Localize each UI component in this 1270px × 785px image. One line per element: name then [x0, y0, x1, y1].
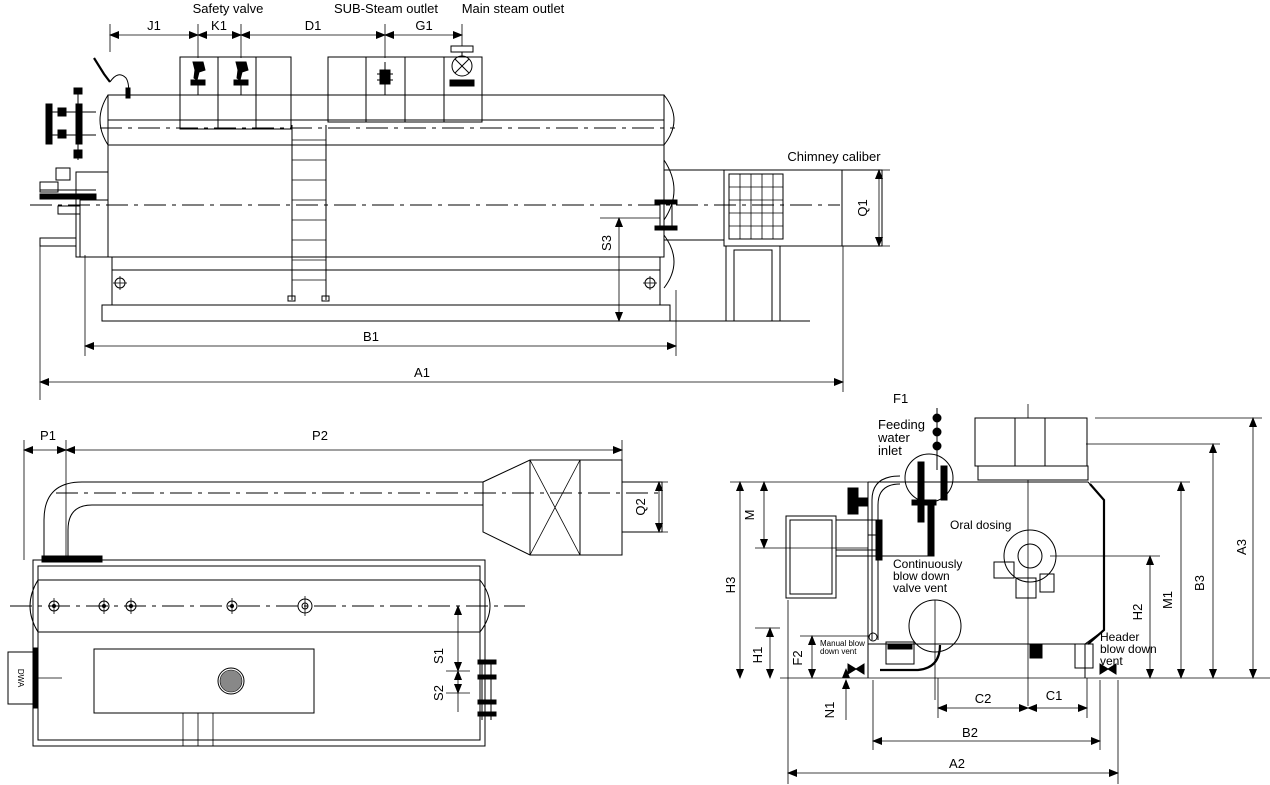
dim-C2: C2	[975, 691, 992, 706]
burner-housing	[75, 171, 109, 258]
dim-S2: S2	[431, 685, 446, 701]
label-feeding: Feeding	[878, 417, 925, 432]
dim-B3: B3	[1192, 575, 1207, 591]
label-water: water	[877, 430, 910, 445]
label-oral-dosing: Oral dosing	[950, 518, 1011, 532]
label-down-vent: down vent	[820, 647, 857, 656]
boiler-shell	[107, 94, 665, 258]
label-main-steam-outlet: Main steam outlet	[462, 1, 565, 16]
label-sub-steam-outlet: SUB-Steam outlet	[334, 1, 438, 16]
plan-outline	[32, 559, 486, 747]
dim-P2: P2	[312, 428, 328, 443]
dim-G1: G1	[415, 18, 432, 33]
sub-steam-outlet-valve	[377, 62, 393, 95]
dim-N1: N1	[822, 702, 837, 719]
dim-M1: M1	[1160, 591, 1175, 609]
dim-D1: D1	[305, 18, 322, 33]
label-continuously: Continuously	[893, 557, 962, 571]
dim-K1: K1	[211, 18, 227, 33]
label-header-vent: vent	[1100, 654, 1123, 668]
dim-S3: S3	[599, 235, 614, 251]
front-view: J1 K1 D1 G1 Safety valve SUB-Steam outle…	[30, 1, 890, 400]
dim-Q2: Q2	[633, 498, 648, 515]
safety-valve-1	[190, 61, 206, 95]
base-plate	[101, 304, 671, 322]
gauge-assembly	[93, 57, 131, 99]
dim-B2: B2	[962, 725, 978, 740]
ladder	[287, 125, 330, 302]
label-header: Header	[1100, 630, 1139, 644]
dim-F2: F2	[790, 650, 805, 665]
dim-C1: C1	[1046, 688, 1063, 703]
label-inlet: inlet	[878, 443, 902, 458]
inner-panel	[93, 648, 315, 714]
dim-A1: A1	[414, 365, 430, 380]
dim-H2: H2	[1130, 604, 1145, 621]
safety-valve-2	[233, 61, 249, 95]
side-view: F1 Feeding water inlet Oral dosing Conti…	[723, 391, 1270, 784]
label-header-blow-down: blow down	[1100, 642, 1157, 656]
dim-H3: H3	[723, 577, 738, 594]
dim-J1: J1	[147, 18, 161, 33]
label-chimney-caliber: Chimney caliber	[787, 149, 881, 164]
label-safety-valve: Safety valve	[193, 1, 264, 16]
burner-text: DWA	[16, 669, 25, 688]
safety-valve-platform	[179, 56, 292, 130]
base-frame	[111, 256, 661, 306]
label-blow-down: blow down	[893, 569, 950, 583]
dim-B1: B1	[363, 329, 379, 344]
main-steam-outlet-valve	[449, 45, 475, 87]
dim-M: M	[742, 510, 757, 521]
dim-A2: A2	[949, 756, 965, 771]
dim-Q1: Q1	[855, 199, 870, 216]
dim-A3: A3	[1234, 539, 1249, 555]
label-valve-vent: valve vent	[893, 581, 948, 595]
dim-H1: H1	[750, 647, 765, 664]
dim-S1: S1	[431, 648, 446, 664]
plan-view: DWA P1 P2 Q2 S1 S2	[7, 428, 668, 747]
label-manual-blow: Manual blow	[820, 639, 865, 648]
dim-P1: P1	[40, 428, 56, 443]
water-level-gauge	[45, 87, 96, 160]
dim-F1: F1	[893, 391, 908, 406]
